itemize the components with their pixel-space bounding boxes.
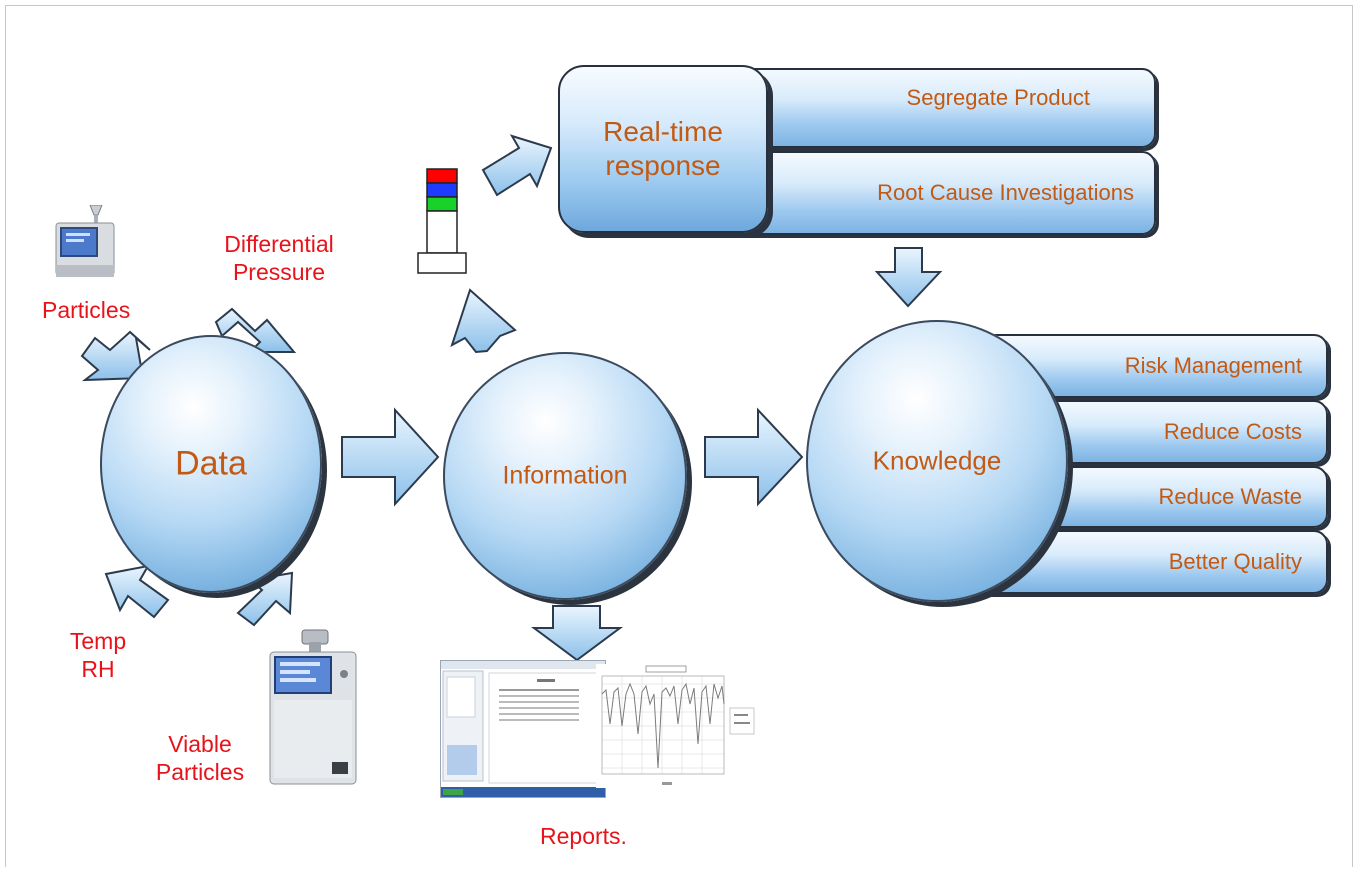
action-segregate-product-label: Segregate Product <box>906 85 1090 110</box>
action-root-cause-label: Root Cause Investigations <box>877 180 1134 205</box>
stage-information: Information <box>443 352 687 600</box>
report-screenshot-icon <box>440 660 606 798</box>
label-viable-particles: Viable Particles <box>140 730 260 786</box>
action-segregate-product: Segregate Product <box>720 68 1156 148</box>
particle-counter-icon <box>52 204 118 281</box>
arrow-particles-to-data <box>80 330 151 382</box>
label-temp-rh: Temp RH <box>68 627 128 683</box>
arrow-information-to-beacon <box>450 288 517 354</box>
stage-data-label: Data <box>175 444 247 483</box>
stage-information-label: Information <box>502 461 628 490</box>
diagram-frame <box>5 5 1353 867</box>
label-viable-line2: Particles <box>155 759 245 785</box>
label-temp: Temp <box>69 628 127 654</box>
viable-sampler-icon <box>262 628 362 786</box>
trend-chart-icon <box>596 664 756 788</box>
arrow-beacon-to-realtime <box>481 134 553 197</box>
signal-tower-icon <box>417 168 467 276</box>
arrow-data-to-information <box>341 407 440 507</box>
arrow-information-to-knowledge <box>704 407 804 507</box>
action-root-cause: Root Cause Investigations <box>720 151 1156 235</box>
realtime-response-box: Real-time response <box>558 65 768 233</box>
label-viable-line1: Viable <box>168 731 232 757</box>
stage-knowledge: Knowledge <box>806 320 1068 602</box>
realtime-response-line1: Real-time <box>603 116 723 147</box>
realtime-response-line2: response <box>605 150 721 181</box>
stage-knowledge-label: Knowledge <box>872 445 1002 476</box>
label-rh: RH <box>81 656 115 682</box>
outcome-risk-management-label: Risk Management <box>1124 353 1302 378</box>
outcome-reduce-waste-label: Reduce Waste <box>1158 484 1302 509</box>
outcome-reduce-costs-label: Reduce Costs <box>1163 419 1302 444</box>
stage-data: Data <box>100 335 322 593</box>
label-differential-pressure-line1: Differential <box>224 231 334 257</box>
arrow-information-to-reports <box>530 605 624 662</box>
arrow-realtime-to-knowledge <box>874 247 943 308</box>
realtime-response-label: Real-time response <box>560 115 766 183</box>
label-differential-pressure-line2: Pressure <box>232 259 326 285</box>
arrow-pressure-to-data <box>214 307 297 353</box>
arrow-viable-to-data <box>236 571 294 627</box>
outcome-better-quality-label: Better Quality <box>1168 549 1302 574</box>
label-particles: Particles <box>42 297 131 323</box>
label-differential-pressure: Differential Pressure <box>204 230 354 286</box>
label-reports: Reports. <box>540 823 627 849</box>
